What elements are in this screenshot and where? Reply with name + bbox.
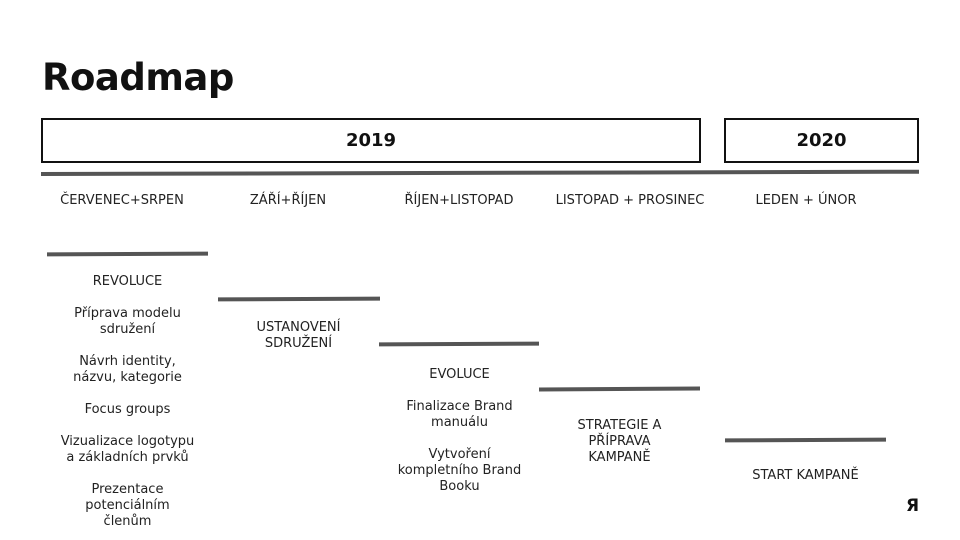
phase-item: Návrh identity,názvu, kategorie	[73, 354, 182, 385]
timeline-axis	[40, 169, 920, 176]
phase-bar	[538, 386, 701, 392]
period-label: ČERVENEC+SRPEN	[60, 193, 184, 208]
period-label: ŘÍJEN+LISTOPAD	[404, 193, 514, 208]
year-label: 2020	[796, 130, 847, 151]
year-label: 2019	[345, 130, 397, 151]
brand-logo: Я	[906, 496, 920, 516]
period-label: ZÁŘÍ+ŘÍJEN	[249, 193, 327, 208]
period-label: LEDEN + ÚNOR	[755, 193, 857, 208]
phase-bar	[378, 341, 540, 347]
phase-item: Focus groups	[84, 402, 171, 417]
phase-bar	[724, 437, 887, 443]
phase-item: EVOLUCE	[429, 367, 490, 382]
page-title: Roadmap	[42, 56, 234, 99]
period-label: LISTOPAD + PROSINEC	[555, 193, 705, 208]
year-2020-box: 2020	[724, 118, 919, 163]
phase-item: START KAMPANĚ	[752, 468, 859, 483]
year-2019-box: 2019	[41, 118, 701, 163]
phase-bar	[46, 251, 209, 257]
phase-bar	[217, 296, 381, 302]
phase-block: START KAMPANĚ	[723, 468, 888, 484]
phase-item: REVOLUCE	[92, 274, 163, 289]
